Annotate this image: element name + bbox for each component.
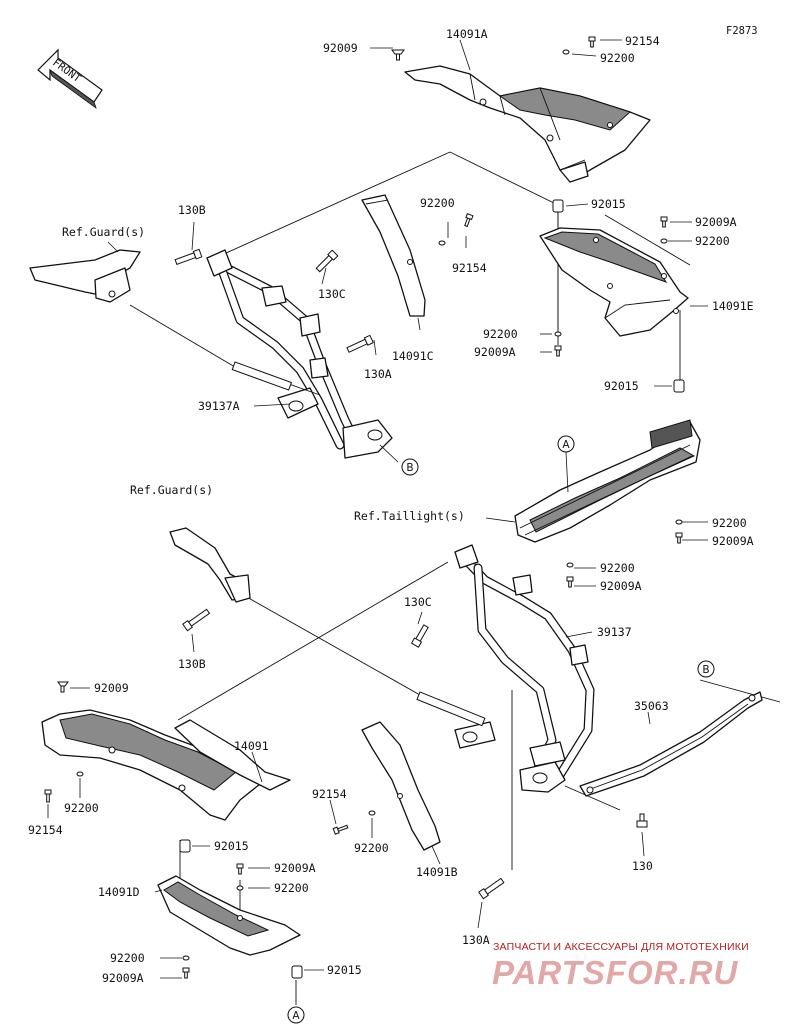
label-92009A-r2: 92009A	[474, 345, 516, 359]
label-92009A-r1: 92009A	[695, 215, 737, 229]
lower-frame-39137	[410, 544, 595, 793]
watermark-subtitle: ЗАПЧАСТИ И АКСЕССУАРЫ ДЛЯ МОТОТЕХНИКИ	[493, 941, 749, 953]
lower-assembly-lines	[177, 561, 781, 920]
label-92200-mid: 92200	[420, 196, 455, 210]
brace-35063	[579, 691, 763, 828]
cover-14091E	[539, 227, 689, 337]
label-92015-low: 92015	[214, 839, 249, 853]
svg-text:B: B	[406, 462, 413, 474]
label-92200-r3: 92200	[712, 516, 747, 530]
label-92009A-r4: 92009A	[600, 579, 642, 593]
label-92009-top: 92009	[323, 41, 358, 55]
label-14091E: 14091E	[712, 299, 754, 313]
lower-guard-ref	[169, 527, 251, 632]
label-130C-2: 130C	[404, 595, 432, 609]
label-92200-r1: 92200	[695, 234, 730, 248]
cover-14091B	[332, 721, 505, 900]
label-92200-low2: 92200	[354, 841, 389, 855]
label-92200-r2: 92200	[483, 327, 518, 341]
label-39137A: 39137A	[198, 399, 240, 413]
label-130A-2: 130A	[462, 933, 490, 947]
front-arrow-icon: FRONT	[37, 48, 103, 110]
part-labels: 92009 14091A 92154 92200 92015 92009A 92…	[28, 27, 754, 985]
upper-assembly-lines	[129, 151, 691, 380]
label-92009A-r3: 92009A	[712, 534, 754, 548]
label-14091B: 14091B	[416, 865, 458, 879]
watermark-logo: ЗАПЧАСТИ И АКСЕССУАРЫ ДЛЯ МОТОТЕХНИКИ PA…	[492, 941, 749, 991]
label-92200-r4: 92200	[600, 561, 635, 575]
label-92154-low: 92154	[28, 823, 63, 837]
label-92200-top: 92200	[600, 51, 635, 65]
label-14091C: 14091C	[392, 349, 434, 363]
label-92154-low2: 92154	[312, 787, 347, 801]
svg-text:A: A	[562, 439, 570, 451]
label-92200-low4: 92200	[110, 951, 145, 965]
label-92015-low2: 92015	[327, 963, 362, 977]
label-92154-mid: 92154	[452, 261, 487, 275]
label-35063: 35063	[634, 699, 669, 713]
upper-guard-ref	[29, 241, 141, 303]
label-130B-1: 130B	[178, 203, 206, 217]
label-92200-low: 92200	[64, 801, 99, 815]
label-92015-r2: 92015	[604, 379, 639, 393]
callout-b1: B	[401, 458, 419, 476]
svg-text:B: B	[702, 664, 709, 676]
label-92009A-low2: 92009A	[102, 971, 144, 985]
cover-14091C	[361, 194, 426, 317]
label-ref-guard-2: Ref.Guard(s)	[130, 483, 213, 497]
upper-bolts	[174, 36, 685, 393]
leader-lines	[47, 39, 708, 979]
label-130C-1: 130C	[318, 287, 346, 301]
watermark-brand: PARTSFOR.RU	[492, 954, 738, 991]
callout-a1: A	[557, 435, 575, 453]
label-92200-low3: 92200	[274, 881, 309, 895]
cover-14091A	[404, 65, 651, 183]
label-130A-1: 130A	[364, 367, 392, 381]
taillight-ref	[514, 419, 701, 588]
label-130B-2: 130B	[178, 657, 206, 671]
label-92015-top: 92015	[591, 197, 626, 211]
cover-14091D	[157, 863, 303, 1005]
label-92154-top: 92154	[625, 34, 660, 48]
callout-a2: A	[287, 1006, 305, 1024]
label-92009A-low: 92009A	[274, 861, 316, 875]
label-14091A: 14091A	[446, 27, 488, 41]
label-14091D: 14091D	[98, 885, 140, 899]
upper-frame-39137A	[206, 249, 393, 459]
callout-b2: B	[697, 660, 715, 678]
label-92009-low: 92009	[94, 681, 129, 695]
label-130: 130	[632, 859, 653, 873]
label-ref-taillight: Ref.Taillight(s)	[354, 509, 465, 523]
label-ref-guard-1: Ref.Guard(s)	[62, 225, 145, 239]
svg-text:A: A	[292, 1010, 300, 1022]
cover-14091	[41, 681, 291, 853]
figure-code: F2873	[726, 25, 758, 37]
label-14091: 14091	[234, 739, 269, 753]
label-39137: 39137	[597, 625, 632, 639]
